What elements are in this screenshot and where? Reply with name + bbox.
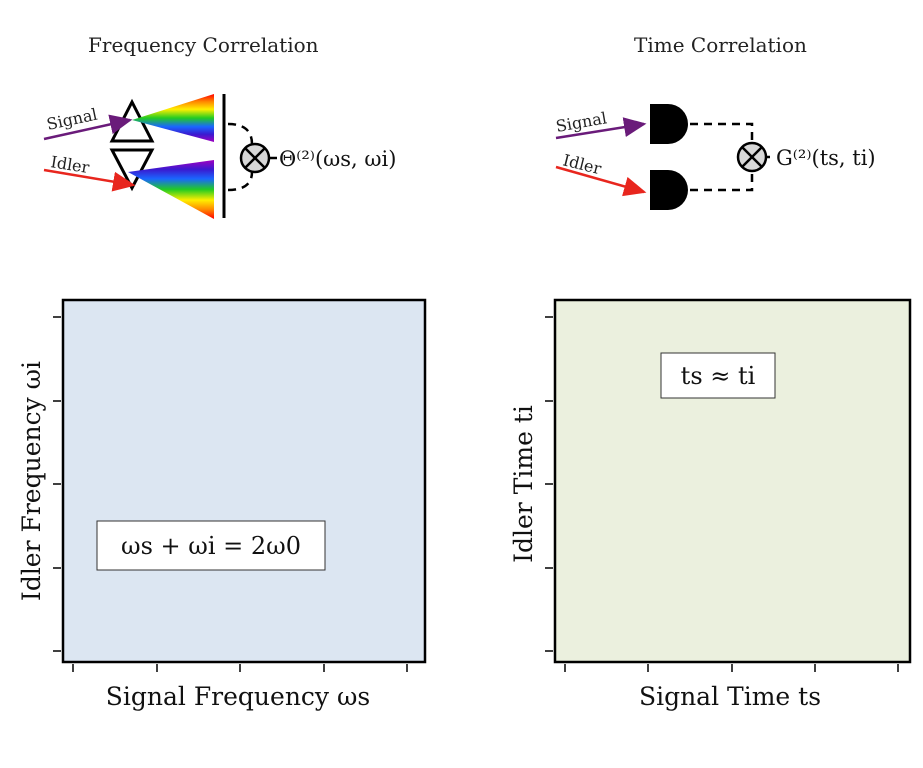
right-ylabel: Idler Time ti xyxy=(509,405,538,563)
time-plot: ts ≈ ti Signal Time ts Idler Time ti xyxy=(509,298,912,711)
right-equation: ts ≈ ti xyxy=(681,362,756,390)
left-xlabel: Signal Frequency ωs xyxy=(106,682,370,711)
left-equation-box xyxy=(96,520,326,571)
frequency-correlation-schematic: Frequency Correlation Signal Idler Θ⁽²⁾(… xyxy=(43,33,396,219)
right-idler-arrow xyxy=(555,165,647,197)
right-plot-frame xyxy=(553,298,912,664)
left-axis-ticks xyxy=(53,316,408,672)
right-title: Time Correlation xyxy=(634,33,807,57)
lower-prism xyxy=(109,148,155,192)
signal-arrow xyxy=(43,114,133,141)
right-correlator-label: G⁽²⁾(ts, ti) xyxy=(776,146,876,170)
left-equation: ωs + ωi = 2ω0 xyxy=(121,532,301,560)
right-signal-arrow xyxy=(555,117,647,140)
time-correlation-schematic: Time Correlation Signal Idler G⁽²⁾(ts, t… xyxy=(554,33,876,210)
left-title: Frequency Correlation xyxy=(88,33,319,57)
left-correlator-icon xyxy=(239,142,277,174)
right-axis-ticks xyxy=(545,316,899,672)
lower-spectrum xyxy=(128,160,214,219)
right-equation-box xyxy=(660,352,776,399)
right-lower-dashed-connector xyxy=(690,172,754,192)
upper-spectrum xyxy=(132,94,214,142)
right-idler-label: Idler xyxy=(561,150,604,178)
right-correlator-icon xyxy=(736,141,772,173)
upper-detector xyxy=(650,104,688,144)
left-plot-background xyxy=(63,300,425,662)
left-correlator-label: Θ⁽²⁾(ωs, ωi) xyxy=(279,147,396,171)
idler-arrow xyxy=(43,168,136,192)
left-idler-label: Idler xyxy=(49,152,91,177)
frequency-plot: ωs + ωi = 2ω0 Signal Frequency ωs Idler … xyxy=(17,298,427,711)
left-ylabel: Idler Frequency ωi xyxy=(17,361,46,601)
lower-dashed-connector xyxy=(227,171,254,192)
right-xlabel: Signal Time ts xyxy=(639,682,821,711)
upper-dashed-connector xyxy=(227,122,254,145)
lower-detector xyxy=(650,170,688,210)
left-plot-frame xyxy=(61,298,427,664)
right-upper-dashed-connector xyxy=(690,122,754,142)
